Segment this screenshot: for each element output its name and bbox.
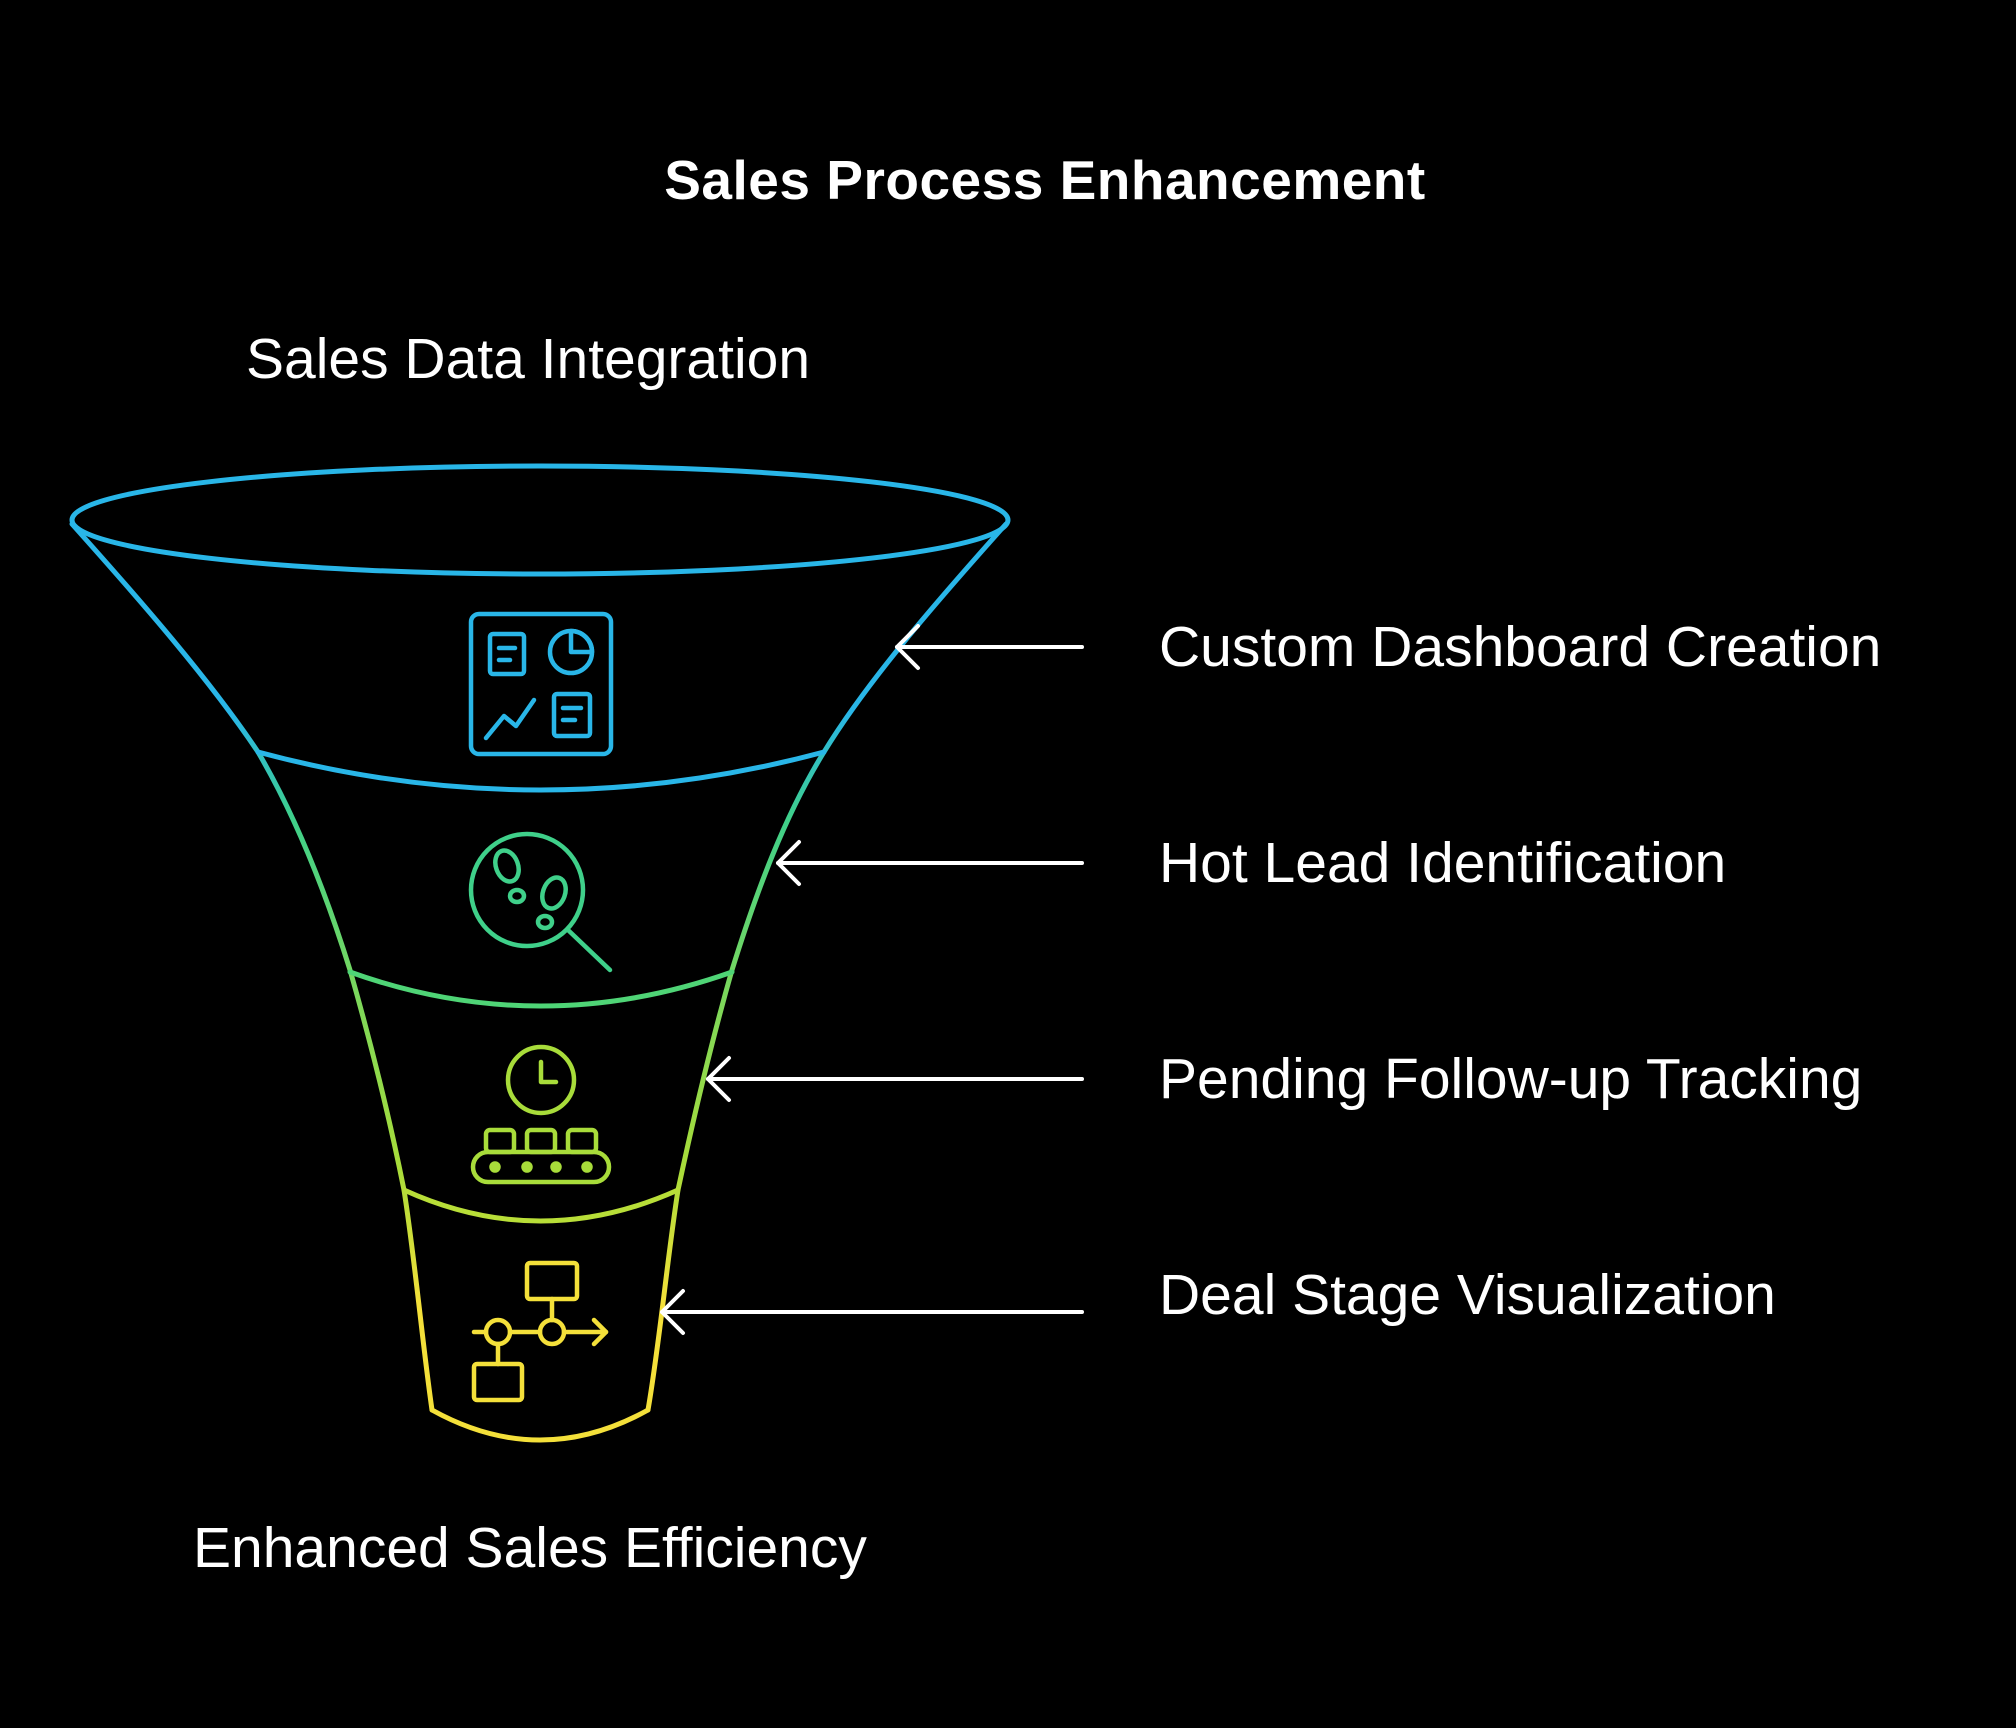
funnel-top-rim [69, 463, 1011, 577]
arrow-to-stage-2 [776, 840, 1084, 886]
arrow-to-stage-1 [895, 624, 1084, 670]
stage-label-deal-stage: Deal Stage Visualization [1159, 1263, 1776, 1327]
funnel-input-label: Sales Data Integration [246, 327, 811, 391]
lead-search-icon [468, 831, 613, 973]
stage-label-dashboard: Custom Dashboard Creation [1159, 615, 1882, 679]
funnel-output-label: Enhanced Sales Efficiency [193, 1516, 867, 1580]
stage-divider-1 [255, 749, 827, 793]
stage-divider-2 [347, 969, 735, 1009]
arrow-to-stage-3 [706, 1056, 1084, 1102]
funnel-left-wall [69, 521, 435, 1413]
diagram-title: Sales Process Enhancement [664, 149, 1426, 211]
workflow-icon [471, 1260, 609, 1403]
stage-label-follow-up: Pending Follow-up Tracking [1159, 1047, 1863, 1111]
arrow-to-stage-4 [660, 1289, 1084, 1335]
stage-label-hot-lead: Hot Lead Identification [1159, 831, 1727, 895]
dashboard-icon [468, 611, 614, 757]
stage-divider-3 [401, 1187, 681, 1224]
funnel-right-wall [645, 521, 1009, 1413]
funnel-bottom [429, 1407, 651, 1443]
conveyor-clock-icon [470, 1044, 612, 1185]
